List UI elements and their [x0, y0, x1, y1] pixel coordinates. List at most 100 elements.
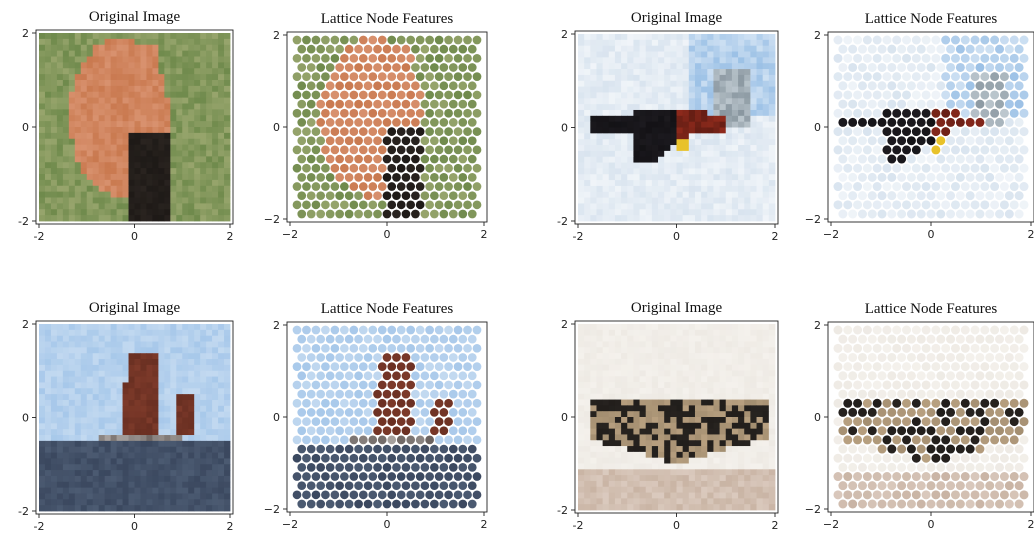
lattice-node	[980, 182, 990, 192]
image-pixel	[645, 156, 653, 163]
image-pixel	[670, 150, 677, 158]
image-pixel	[664, 428, 671, 435]
image-pixel	[200, 162, 207, 169]
image-pixel	[645, 104, 653, 111]
lattice-node	[325, 371, 335, 381]
image-pixel	[92, 150, 100, 157]
image-pixel	[80, 359, 88, 366]
lattice-node	[902, 90, 912, 100]
image-pixel	[74, 481, 82, 489]
image-pixel	[164, 399, 171, 407]
image-pixel	[152, 138, 159, 146]
lattice-node	[931, 200, 941, 210]
image-pixel	[658, 387, 665, 395]
image-pixel	[596, 411, 604, 418]
image-pixel	[621, 86, 628, 93]
image-pixel	[152, 132, 159, 140]
image-pixel	[122, 324, 129, 331]
image-pixel	[756, 34, 764, 41]
lattice-node	[848, 191, 858, 201]
lattice-node	[867, 191, 877, 201]
lattice-node	[368, 35, 378, 45]
lattice-node	[377, 417, 387, 426]
image-pixel	[596, 139, 604, 146]
image-pixel	[206, 97, 213, 104]
lattice-node	[430, 444, 439, 454]
image-pixel	[116, 499, 123, 506]
image-pixel	[701, 74, 708, 82]
lattice-node	[887, 209, 897, 219]
lattice-node	[354, 99, 363, 109]
image-pixel	[664, 69, 671, 76]
image-pixel	[158, 411, 165, 418]
lattice-node	[321, 163, 330, 173]
image-pixel	[74, 335, 82, 342]
image-pixel	[80, 33, 88, 40]
image-pixel	[212, 429, 219, 436]
image-pixel	[725, 162, 733, 169]
image-pixel	[645, 215, 653, 222]
image-pixel	[86, 185, 94, 193]
lattice-node	[843, 90, 853, 100]
image-pixel	[80, 162, 88, 169]
image-pixel	[750, 434, 757, 441]
image-pixel	[608, 191, 616, 199]
image-pixel	[725, 74, 733, 82]
image-pixel	[128, 121, 135, 128]
image-pixel	[608, 422, 616, 430]
image-pixel	[676, 405, 684, 412]
image-pixel	[176, 174, 183, 181]
image-pixel	[170, 499, 177, 506]
lattice-node	[955, 154, 965, 164]
lattice-node	[439, 389, 449, 399]
image-pixel	[158, 481, 165, 489]
image-pixel	[707, 358, 714, 366]
image-pixel	[596, 197, 604, 204]
lattice-node	[434, 343, 444, 353]
image-pixel	[676, 358, 684, 366]
image-pixel	[194, 475, 201, 483]
image-pixel	[614, 382, 622, 389]
lattice-node	[302, 72, 311, 81]
image-pixel	[664, 104, 671, 111]
image-pixel	[50, 429, 58, 436]
image-pixel	[188, 215, 195, 222]
image-pixel	[688, 329, 696, 337]
image-pixel	[110, 347, 117, 354]
image-pixel	[146, 174, 153, 181]
image-pixel	[578, 168, 585, 175]
image-pixel	[224, 452, 231, 459]
image-pixel	[614, 74, 622, 82]
image-pixel	[104, 138, 112, 146]
image-pixel	[608, 347, 616, 354]
image-pixel	[731, 434, 739, 441]
image-pixel	[224, 174, 231, 181]
image-pixel	[122, 191, 129, 198]
image-pixel	[68, 150, 76, 157]
image-pixel	[158, 150, 165, 157]
image-pixel	[212, 109, 219, 116]
image-pixel	[74, 44, 82, 52]
lattice-node	[306, 426, 316, 436]
image-pixel	[110, 50, 117, 57]
image-pixel	[614, 440, 622, 447]
image-pixel	[701, 115, 708, 123]
image-pixel	[80, 74, 88, 81]
image-pixel	[170, 174, 177, 181]
image-pixel	[128, 475, 135, 483]
image-pixel	[590, 358, 597, 366]
lattice-node	[444, 325, 453, 335]
image-pixel	[614, 104, 622, 111]
image-pixel	[110, 435, 117, 442]
image-pixel	[750, 51, 757, 58]
image-pixel	[152, 85, 159, 93]
image-pixel	[584, 92, 591, 99]
lattice-node	[463, 163, 472, 173]
lattice-node	[392, 499, 401, 509]
image-pixel	[164, 417, 171, 424]
image-pixel	[590, 203, 597, 210]
image-pixel	[152, 388, 159, 395]
image-pixel	[44, 487, 52, 494]
image-pixel	[146, 376, 153, 383]
image-pixel	[731, 370, 739, 377]
